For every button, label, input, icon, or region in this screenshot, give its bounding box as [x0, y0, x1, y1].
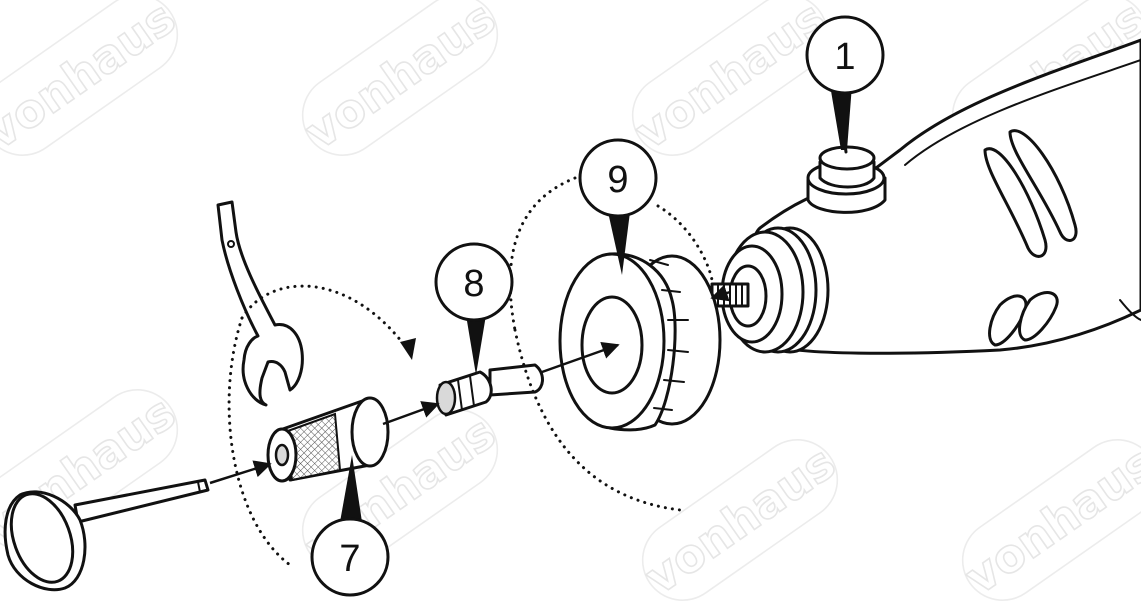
watermark-text: vonhaus	[625, 0, 835, 160]
chuck-nut	[266, 396, 390, 483]
callout-label-1: 1	[834, 36, 855, 78]
callout-label-7: 7	[339, 538, 360, 580]
grinding-accessory	[3, 478, 210, 592]
callout-8: 8	[434, 242, 514, 375]
callout-1: 1	[805, 15, 885, 154]
nose-cap	[558, 252, 722, 432]
callout-label-8: 8	[463, 263, 484, 305]
collet	[435, 363, 544, 417]
spindle-lock-button	[806, 145, 887, 214]
callout-label-9: 9	[607, 159, 628, 201]
watermark-text: vonhaus	[295, 0, 505, 160]
callout-7: 7	[310, 455, 390, 597]
wrench-icon	[216, 200, 304, 407]
watermark-text: vonhaus	[955, 435, 1141, 604]
watermark-text: vonhaus	[0, 0, 185, 160]
rotary-tool-body	[710, 38, 1141, 355]
rotation-arrow-icon	[227, 176, 714, 567]
arrow-icon	[209, 284, 731, 485]
callout-9: 9	[578, 138, 658, 275]
watermark-text: vonhaus	[635, 435, 845, 604]
